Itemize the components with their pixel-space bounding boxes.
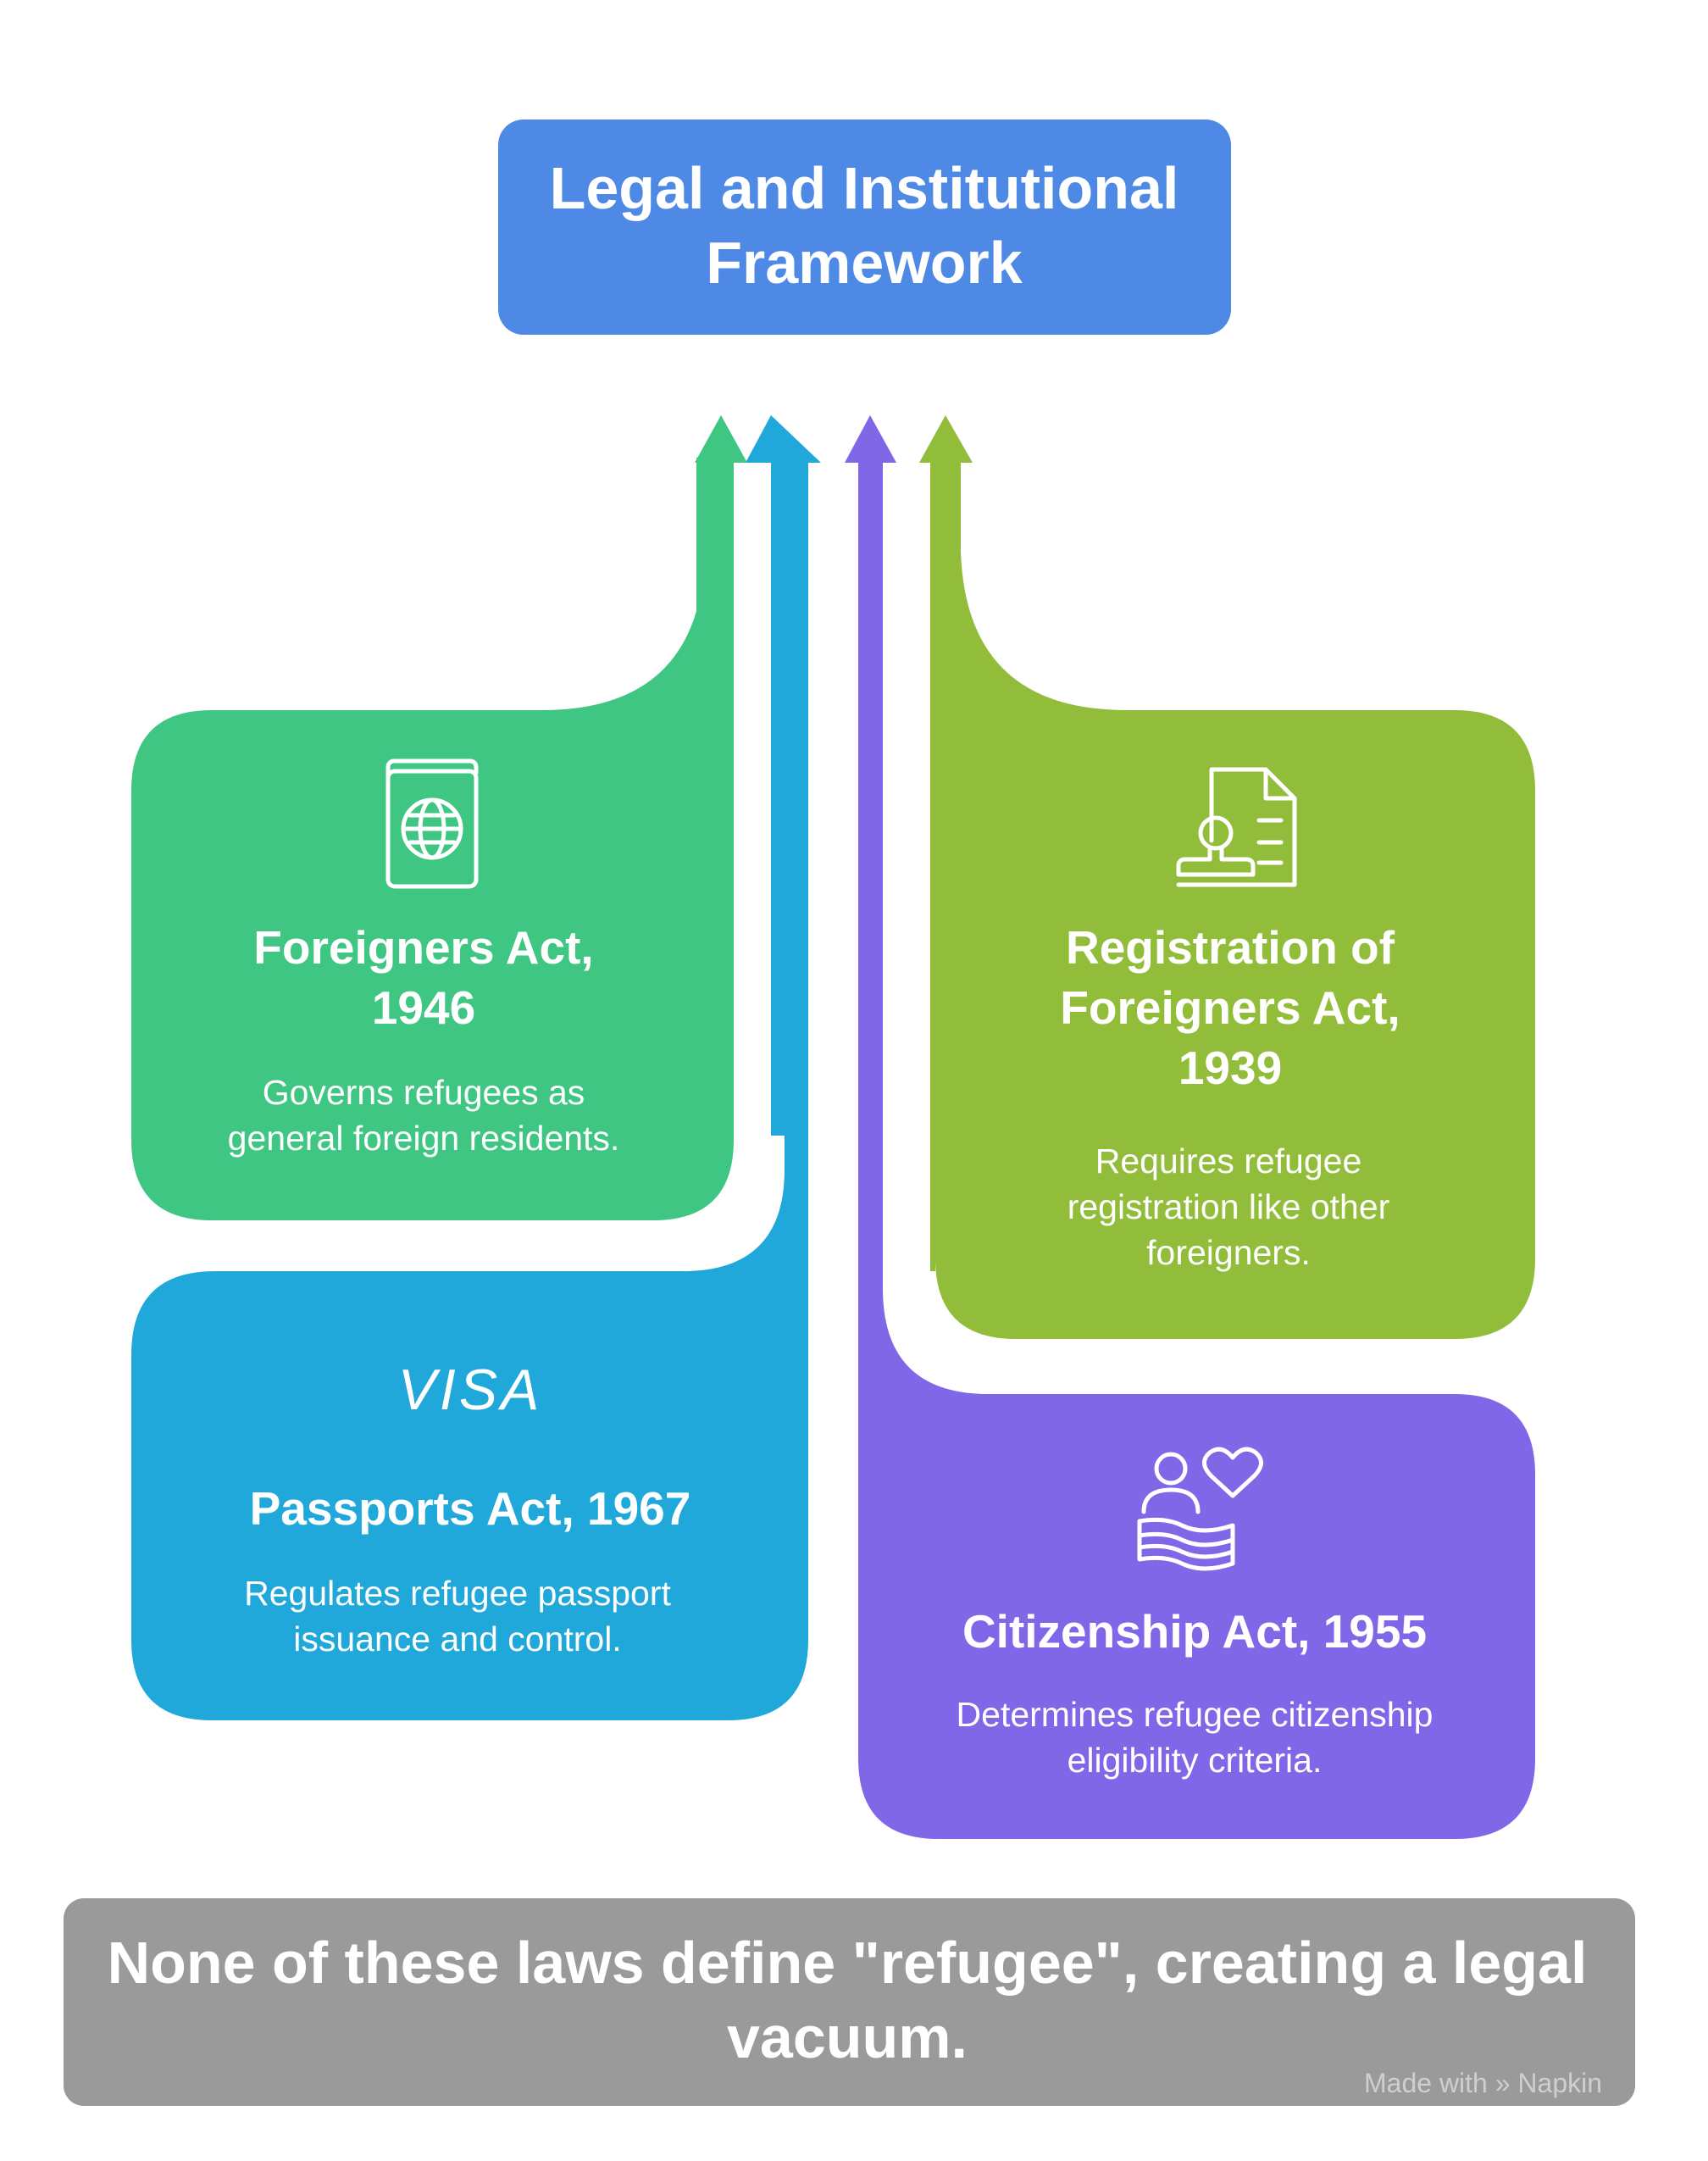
card-title-citizenship-act: Citizenship Act, 1955 <box>962 1605 1428 1658</box>
foreigners-arrowhead <box>695 415 747 463</box>
card-description-citizenship-act: Determines refugee citizenship eligibili… <box>956 1695 1434 1780</box>
citizen-flag-heart-icon <box>1137 1447 1263 1571</box>
header-box <box>498 119 1231 335</box>
card-description-passports-act: Regulates refugee passport issuance and … <box>244 1574 671 1658</box>
footer-banner <box>64 1898 1635 2106</box>
citizenship-connector <box>858 458 883 1254</box>
napkin-watermark: Made with » Napkin <box>1364 2068 1603 2098</box>
card-title-registration-act: Registration of Foreigners Act, 1939 <box>1060 921 1400 1094</box>
card-title-foreigners-act: Foreigners Act, 1946 <box>253 921 594 1034</box>
registration-card <box>930 458 1535 1339</box>
passports-card <box>131 1127 808 1720</box>
citizenship-card <box>858 1254 1535 1839</box>
registration-arrowhead <box>919 415 973 463</box>
card-title-passports-act: Passports Act, 1967 <box>249 1482 691 1535</box>
document-stamp-icon <box>1176 767 1297 887</box>
visa-icon: VISA <box>397 1358 543 1422</box>
header-title: Legal and Institutional Framework <box>549 155 1179 296</box>
footer-statement: None of these laws define "refugee", cre… <box>107 1930 1588 2070</box>
foreigners-card <box>131 458 734 1220</box>
citizenship-arrowhead <box>845 415 896 463</box>
passport-icon <box>385 758 479 889</box>
passports-arrowhead <box>746 415 821 463</box>
card-description-foreigners-act: Governs refugees as general foreign resi… <box>227 1073 620 1158</box>
card-description-registration-act: Requires refugee registration like other… <box>1067 1142 1390 1272</box>
